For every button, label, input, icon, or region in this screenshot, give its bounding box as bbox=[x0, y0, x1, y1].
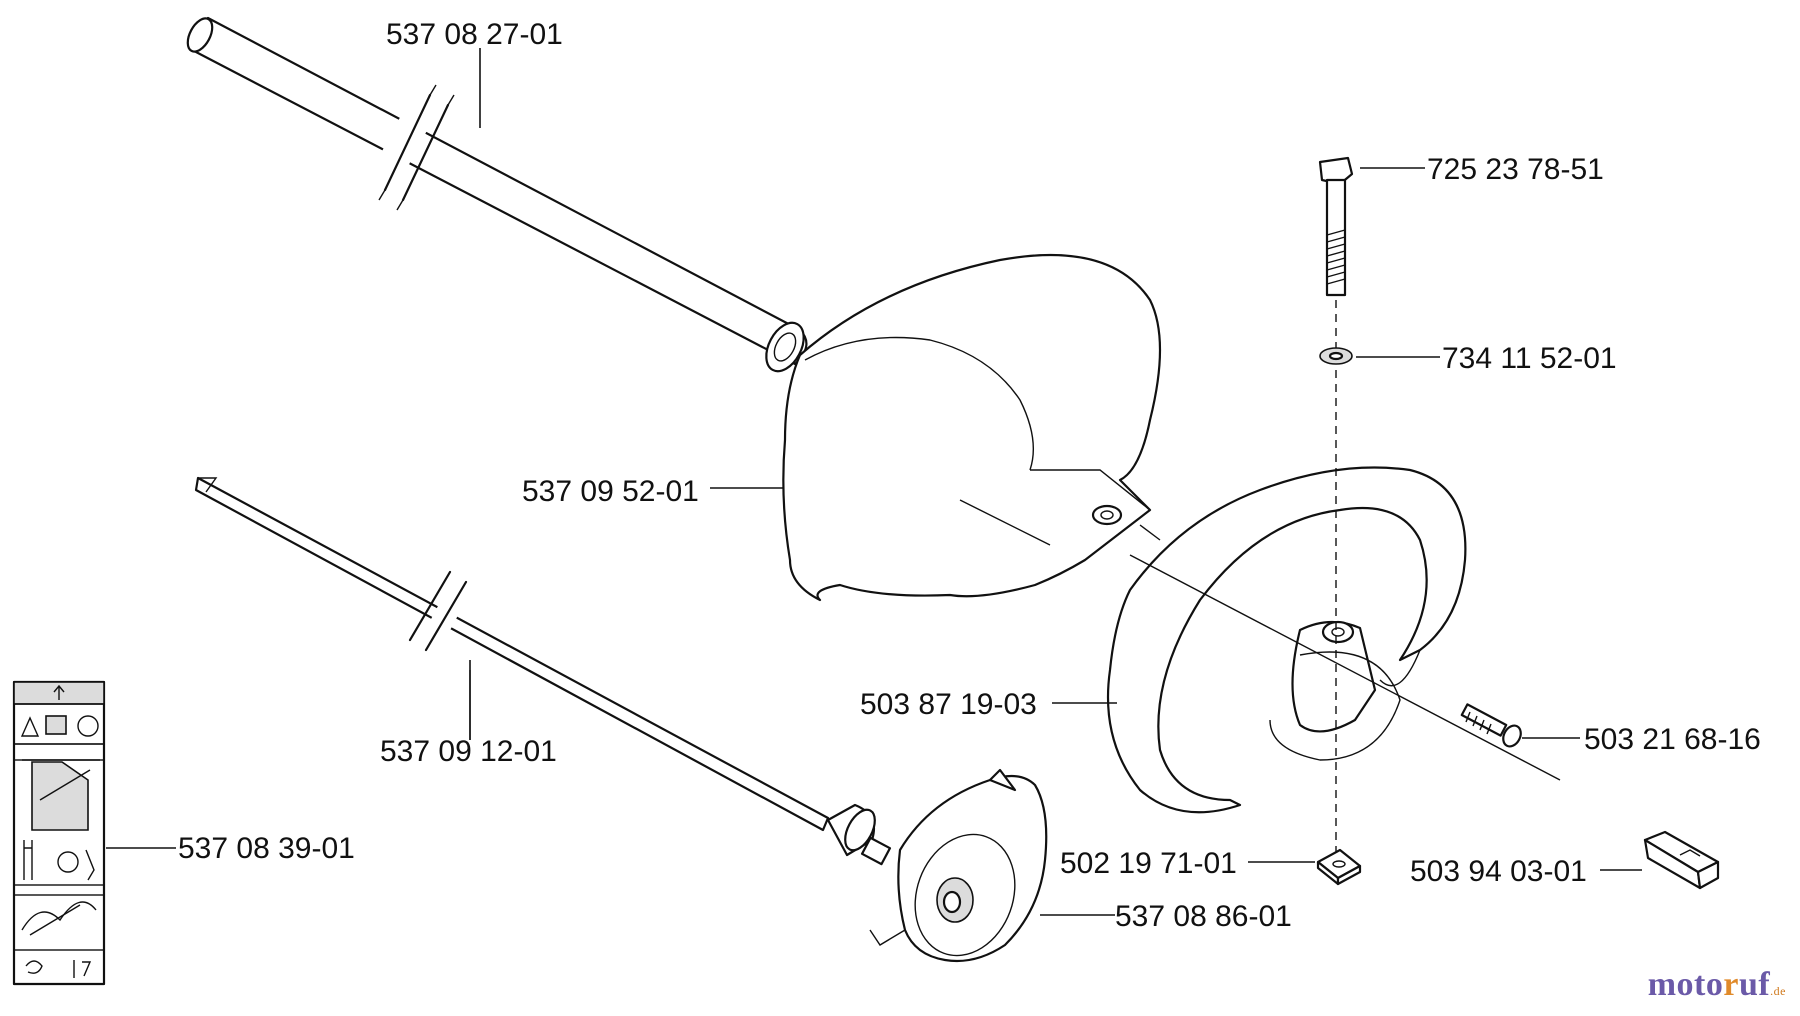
label-nut: 502 19 71-01 bbox=[1060, 847, 1237, 880]
screw-part bbox=[1460, 703, 1522, 748]
clamp-part bbox=[1643, 830, 1720, 890]
label-cover: 537 08 86-01 bbox=[1115, 900, 1292, 933]
label-bolt: 725 23 78-51 bbox=[1427, 153, 1604, 186]
motoruf-logo[interactable]: motoruf.de bbox=[1648, 966, 1786, 1004]
label-drive-shaft: 537 09 12-01 bbox=[380, 735, 557, 768]
bolt-part bbox=[1318, 156, 1354, 297]
cover-part bbox=[826, 768, 1048, 963]
label-washer: 734 11 52-01 bbox=[1442, 342, 1617, 375]
label-handle: 503 87 19-03 bbox=[860, 688, 1037, 721]
nut-part bbox=[1316, 848, 1362, 886]
label-screw: 503 21 68-16 bbox=[1584, 723, 1761, 756]
logo-text: moto bbox=[1647, 966, 1724, 1003]
guard-part bbox=[782, 254, 1162, 602]
logo-accent: r bbox=[1723, 966, 1739, 1003]
label-clamp: 503 94 03-01 bbox=[1410, 855, 1587, 888]
logo-text-end: uf bbox=[1738, 966, 1771, 1003]
label-tube: 537 08 27-01 bbox=[386, 18, 563, 51]
handle-part bbox=[1106, 466, 1561, 814]
drive-shaft-part bbox=[194, 476, 830, 832]
label-decal: 537 08 39-01 bbox=[178, 832, 355, 865]
logo-suffix: .de bbox=[1770, 984, 1786, 998]
label-guard: 537 09 52-01 bbox=[522, 475, 699, 508]
tube-part bbox=[186, 16, 808, 373]
decal-part bbox=[12, 680, 106, 986]
washer-part bbox=[1319, 347, 1353, 365]
